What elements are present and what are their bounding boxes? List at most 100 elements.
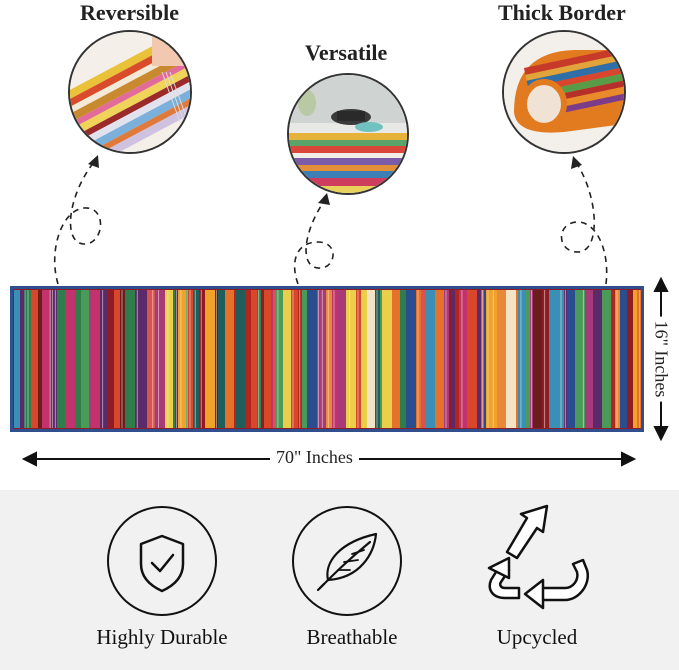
rug-stripe [251,290,257,428]
rug-stripe [477,290,481,428]
rug-thread [376,290,378,428]
rug-stripe [602,290,611,428]
rug-stripe [382,290,392,428]
rug-stripe [65,290,75,428]
rug-stripe [451,290,455,428]
rug-stripe [218,290,225,428]
rug-stripe [459,290,467,428]
rug-stripe [497,290,506,428]
rug-stripe [400,290,406,428]
feature-title-versatile: Versatile [305,40,388,65]
rug-thread [349,290,350,428]
rug-stripe [633,290,637,428]
rug-thread [461,290,463,428]
rug-thread [102,290,104,428]
rug-stripe [81,290,89,428]
rug-stripe [337,290,346,428]
rug-stripe [14,290,20,428]
rug-thread [481,290,483,428]
rug-thread [258,290,260,428]
rug-thread [54,290,56,428]
rug-thread [215,290,217,428]
rug-thread [51,290,53,428]
rug-stripe [296,290,298,428]
height-dimension-label: 16" Inches [650,316,672,402]
rug-stripe [273,290,275,428]
shield-check-icon [107,506,217,616]
rug-stripe [173,290,175,428]
rug-border [10,286,644,432]
rug-thread [544,290,546,428]
rug-stripe [135,290,141,428]
rug-stripe [627,290,633,428]
width-dimension-label: 70" Inches [270,447,359,468]
rug-stripe [484,290,486,428]
rug-stripe [155,290,165,428]
rug-stripe [361,290,367,428]
rug-thread [136,290,138,428]
rug-stripe [114,290,120,428]
rug-thread [520,290,522,428]
rug-stripe [178,290,186,428]
rug-stripe [89,290,91,428]
rug-thread [445,290,447,428]
rug-stripe [225,290,234,428]
rug-thread [299,290,301,428]
thick-border-photo [502,30,626,154]
rug-stripe [435,290,444,428]
rug-stripe [57,290,65,428]
rug-stripe [567,290,575,428]
rug-stripe [165,290,173,428]
rug-stripe [549,290,559,428]
rug-stripe [585,290,593,428]
feather-icon [292,506,402,616]
rug-stripe [38,290,42,428]
rug-stripe [421,290,425,428]
rug-stripe [20,290,24,428]
rug-stripe [91,290,100,428]
rug-stripe [575,290,582,428]
rug-stripe [234,290,236,428]
rug-thread [175,290,177,428]
rug-stripe [542,290,549,428]
rug-stripe [620,290,627,428]
rug-thread [639,290,641,428]
rug-stripe [506,290,516,428]
rug-stripe [199,290,205,428]
rug-stripe [271,290,273,428]
rug-thread [530,290,532,428]
rug-thread [194,290,196,428]
benefit-label-upcycled: Upcycled [496,625,578,649]
rug-stripe [320,290,326,428]
rug-stripe [31,290,38,428]
rug-stripe [236,290,245,428]
rug-stripe [75,290,81,428]
recycle-arrows-icon [483,500,593,625]
rug-thread [292,290,294,428]
rug-stripe [107,290,114,428]
rug-thread [186,290,188,428]
rug-thread [189,290,191,428]
rug-stripe [307,290,317,428]
rug-thread [560,290,562,428]
rug-stripe [593,290,602,428]
rug-stripe [147,290,151,428]
dimension-arrows [21,276,669,467]
rug-stripe [346,290,356,428]
rug-stripe [611,290,615,428]
rug-stripe [193,290,199,428]
feature-title-thick-border: Thick Border [498,0,626,25]
rug-thread [121,290,123,428]
benefit-label-durable: Highly Durable [96,625,228,649]
rug-thread [158,290,159,428]
rug-stripe [367,290,375,428]
rug-stripe [637,290,644,428]
rug-thread [167,290,169,428]
rug-stripe [392,290,400,428]
reversible-photo [68,30,192,154]
rug-stripe [42,290,49,428]
rug-thread [321,290,323,428]
rug-stripe [100,290,107,428]
rug-stripe [264,290,271,428]
